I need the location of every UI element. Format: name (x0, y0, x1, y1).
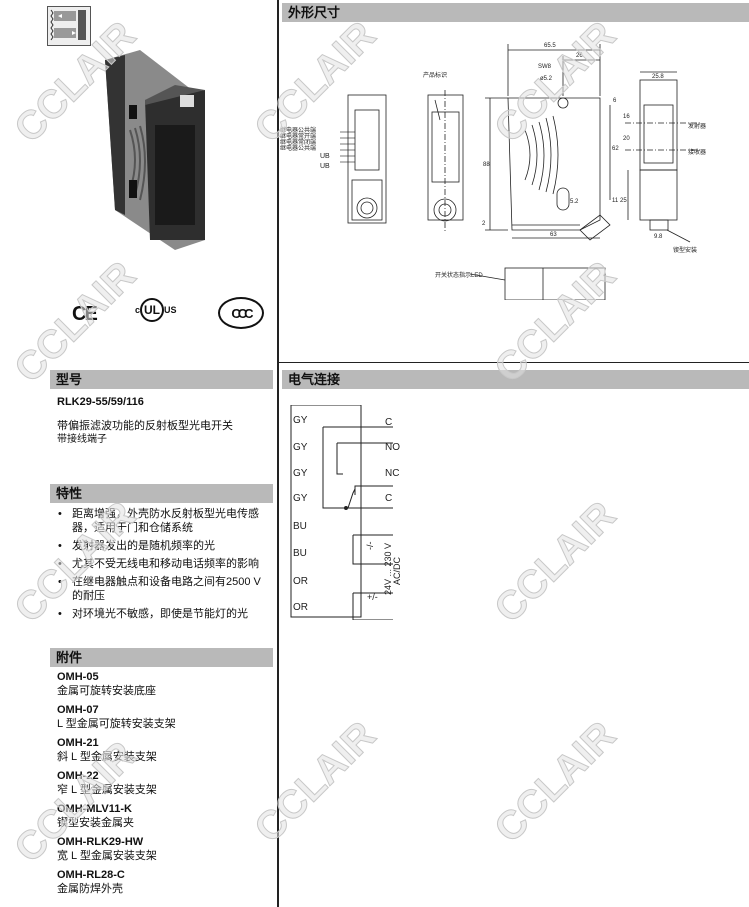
wire-label: GY (293, 468, 308, 479)
emitter-label: 发射器 (688, 122, 706, 130)
model-description: 带偏振滤波功能的反射板型光电开关 (57, 420, 233, 432)
section-rule (278, 362, 749, 363)
dim-label: SW8 (538, 64, 552, 70)
led-label: 开关状态指示LED (435, 271, 483, 279)
terminal-label: 继电器常开端 (280, 132, 316, 140)
feature-item: 尤其不受无线电和移动电话频率的影响 (52, 557, 274, 571)
accessory-code: OMH-RLK29-HW (57, 836, 144, 848)
dim-label: 16 (623, 114, 630, 120)
wiring-diagram: GY GY GY GY BU BU OR OR C NO NC C -/- +/… (290, 405, 402, 620)
dim-label: 25.8 (652, 74, 664, 80)
dim-label: 2 (482, 221, 486, 227)
dim-label: 11 (612, 198, 619, 204)
accessory-desc: 金属防焊外壳 (57, 883, 123, 895)
accessory-item: OMH-07 L 型金属可旋转安装支架 (57, 703, 272, 731)
supply-type: AC/DC (392, 556, 402, 585)
contact-label: NC (385, 468, 399, 479)
ccc-mark: CCC (218, 297, 264, 329)
product-label: 产品标识 (423, 71, 447, 79)
feature-item: 在继电器触点和设备电路之间有2500 V 的耐压 (52, 575, 274, 603)
accessory-code: OMH-05 (57, 671, 99, 683)
accessory-desc: 锲型安装金属夹 (57, 817, 134, 829)
accessory-desc: 宽 L 型金属安装支架 (57, 850, 157, 862)
dimension-drawing: 继电器公共端 继电器常开端 继电器常闭端 继电器公共端 UB UB 产品标识 开… (280, 43, 706, 300)
accessory-code: OMH-21 (57, 737, 99, 749)
dim-label: ø5.2 (540, 76, 553, 82)
receiver-label: 接收器 (688, 148, 706, 156)
wire-label: BU (293, 548, 307, 559)
feature-item: 对环境光不敏感，即使是节能灯的光 (52, 607, 274, 621)
dim-label: 62 (612, 146, 619, 152)
ub-label: UB (320, 163, 330, 170)
accessory-code: OMH-MLV11-K (57, 803, 132, 815)
ul-us: US (164, 305, 177, 315)
accessory-desc: L 型金属可旋转安装支架 (57, 718, 176, 730)
polarity-label: -/- (365, 542, 375, 551)
terminal-label: 继电器公共端 (280, 144, 316, 152)
section-header-dimensions: 外形尺寸 (282, 3, 749, 22)
accessory-code: OMH-RL28-C (57, 869, 125, 881)
contact-label: C (385, 493, 392, 504)
section-header-accessories: 附件 (50, 648, 273, 667)
section-header-model: 型号 (50, 370, 273, 389)
watermark: CCLAIR (486, 493, 625, 632)
wire-label: GY (293, 442, 308, 453)
dovetail-label: 锲型安装 (673, 246, 697, 254)
product-photo (95, 40, 235, 250)
dim-label: 63 (550, 232, 557, 238)
accessory-desc: 斜 L 型金属安装支架 (57, 751, 157, 763)
watermark: CCLAIR (486, 713, 625, 852)
terminal-label: 继电器常闭端 (280, 138, 316, 146)
section-header-features: 特性 (50, 484, 273, 503)
dim-label: 6 (613, 98, 617, 104)
accessory-code: OMH-22 (57, 770, 99, 782)
dim-label: 65.5 (544, 43, 556, 49)
features-list: 距离增强，外壳防水反射板型光电传感器，适用于门和仓储系统 发射器发出的是随机频率… (52, 507, 274, 625)
contact-label: C (385, 417, 392, 428)
contact-label: NO (385, 442, 400, 453)
accessory-item: OMH-MLV11-K 锲型安装金属夹 (57, 802, 272, 830)
accessory-desc: 窄 L 型金属安装支架 (57, 784, 157, 796)
model-subdescription: 带接线端子 (57, 434, 107, 445)
wire-label: OR (293, 602, 308, 613)
terminal-label: 继电器公共端 (280, 126, 316, 134)
wire-label: GY (293, 415, 308, 426)
section-header-electrical: 电气连接 (282, 370, 749, 389)
wire-label: GY (293, 493, 308, 504)
accessory-item: OMH-22 窄 L 型金属安装支架 (57, 769, 272, 797)
dim-label: 26 (576, 53, 583, 59)
feature-item: 距离增强，外壳防水反射板型光电传感器，适用于门和仓储系统 (52, 507, 274, 535)
dim-label: 20 (623, 136, 630, 142)
feature-item: 发射器发出的是随机频率的光 (52, 539, 274, 553)
accessory-item: OMH-05 金属可旋转安装底座 (57, 670, 272, 698)
dim-label: 5.2 (570, 199, 579, 205)
ul-logo: UL (140, 298, 165, 322)
dim-label: 9.8 (654, 234, 663, 240)
dim-label: 88 (483, 162, 490, 168)
accessories-list: OMH-05 金属可旋转安装底座 OMH-07 L 型金属可旋转安装支架 OMH-2… (57, 670, 272, 901)
column-divider (277, 0, 279, 907)
accessory-code: OMH-07 (57, 704, 99, 716)
wire-label: OR (293, 576, 308, 587)
accessory-item: OMH-RLK29-HW 宽 L 型金属安装支架 (57, 835, 272, 863)
ul-mark: c UL US (135, 298, 177, 322)
accessory-item: OMH-21 斜 L 型金属安装支架 (57, 736, 272, 764)
reflector-type-icon (47, 6, 91, 46)
polarity-label: +/- (367, 592, 378, 602)
model-code: RLK29-55/59/116 (57, 396, 144, 408)
ul-c: c (135, 305, 141, 315)
wire-label: BU (293, 521, 307, 532)
supply-voltage: 24V ... 230 V (383, 543, 393, 595)
ce-mark: CE (72, 303, 98, 325)
accessory-item: OMH-RL28-C 金属防焊外壳 (57, 868, 272, 896)
ub-label: UB (320, 153, 330, 160)
accessory-desc: 金属可旋转安装底座 (57, 685, 156, 697)
dim-label: 25 (620, 198, 627, 204)
